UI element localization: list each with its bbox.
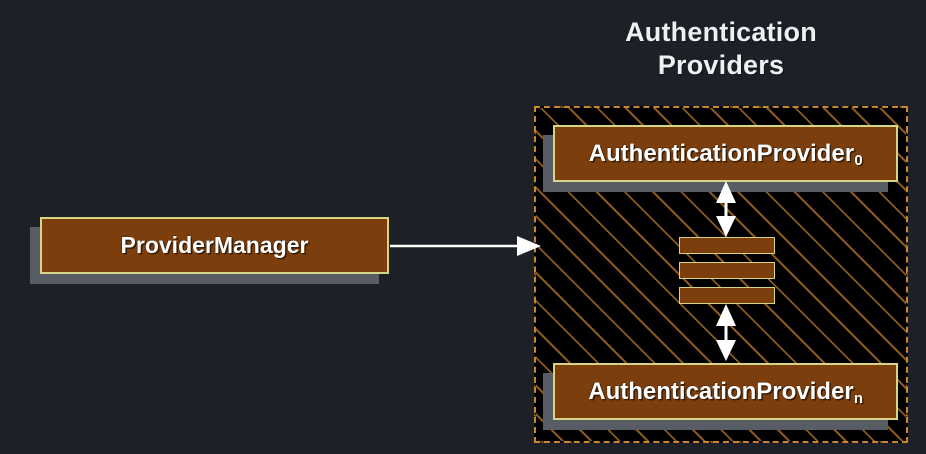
arrow-manager-to-providers [390,236,541,256]
diagram-title-line-2: Providers [657,49,785,80]
provider-manager-label: ProviderManager [120,232,309,258]
ellipsis-bar [679,262,775,279]
node-authentication-provider-first[interactable]: AuthenticationProvider0 [553,125,898,182]
provider-last-label-text: AuthenticationProvider [588,377,854,405]
provider-first-label: AuthenticationProvider0 [588,139,863,169]
provider-last-label: AuthenticationProvidern [588,377,864,407]
ellipsis-bar [679,237,775,254]
provider-last-subscript: n [853,390,864,407]
provider-first-label-text: AuthenticationProvider [588,139,855,167]
diagram-title-line-1: Authentication [625,17,817,47]
ellipsis-bar [679,287,775,304]
node-provider-manager[interactable]: ProviderManager [40,217,389,274]
provider-first-subscript: 0 [854,152,863,169]
diagram-title: Authentication Providers [534,16,908,82]
node-authentication-provider-last[interactable]: AuthenticationProvidern [553,363,898,420]
